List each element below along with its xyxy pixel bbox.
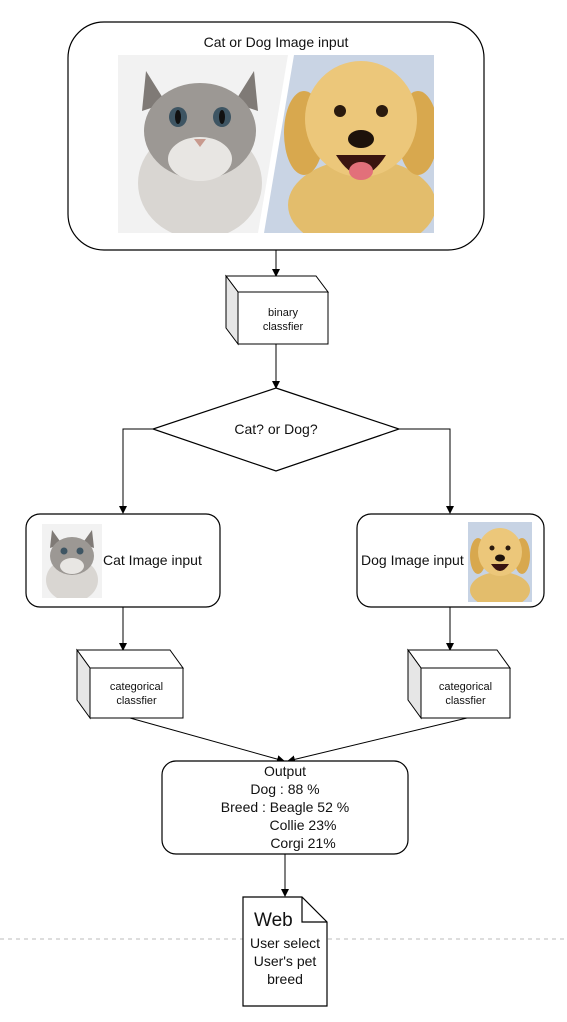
cat-classifier-line1: categorical [109, 681, 164, 693]
dog-classifier-line1: categorical [438, 681, 493, 693]
output-breed-corgi: Corgi 21% [270, 835, 336, 851]
output-dog-score: Dog : 88 % [250, 781, 320, 797]
dog-classifier-label: categorical classfier [421, 680, 510, 708]
binary-classifier-cube [225, 274, 329, 346]
edge-dog-classifier-to-output [287, 717, 468, 764]
dog-classifier-line2: classfier [445, 695, 486, 707]
dog-categorical-cube [407, 648, 511, 720]
cat-classifier-line2: classfier [116, 695, 157, 707]
decision-diamond [151, 387, 401, 472]
binary-classifier-label: binary classfier [238, 306, 328, 334]
cat-dog-photo [118, 55, 434, 233]
decision-label: Cat? or Dog? [234, 421, 318, 437]
edge-cat-classifier-to-output [129, 717, 285, 763]
web-line-3: breed [267, 971, 303, 987]
dog-input-label: Dog Image input [361, 552, 464, 568]
edge-decision-to-dog [399, 428, 454, 514]
dog-face-icon [284, 61, 434, 233]
web-line-2: User's pet [253, 953, 317, 969]
output-title: Output [263, 763, 307, 779]
binary-classifier-line2: classfier [262, 321, 304, 333]
web-document-shape [242, 896, 328, 1007]
cat-face-icon [138, 71, 262, 233]
dog-face-icon [470, 528, 530, 602]
cat-input-label: Cat Image input [103, 552, 202, 568]
web-title: Web [254, 910, 293, 931]
output-breed-collie: Collie 23% [269, 817, 337, 833]
cat-thumbnail [42, 524, 102, 598]
binary-classifier-line1: binary [268, 307, 298, 319]
cat-classifier-label: categorical classfier [90, 680, 183, 708]
web-line-1: User select [249, 935, 321, 951]
cat-face-icon [46, 530, 98, 598]
output-box [161, 760, 409, 855]
output-breed-beagle: Breed : Beagle 52 % [220, 799, 350, 815]
edge-decision-to-cat [119, 428, 153, 514]
dog-thumbnail [468, 522, 532, 602]
input-box-label: Cat or Dog Image input [203, 34, 349, 50]
cat-categorical-cube [76, 648, 184, 720]
